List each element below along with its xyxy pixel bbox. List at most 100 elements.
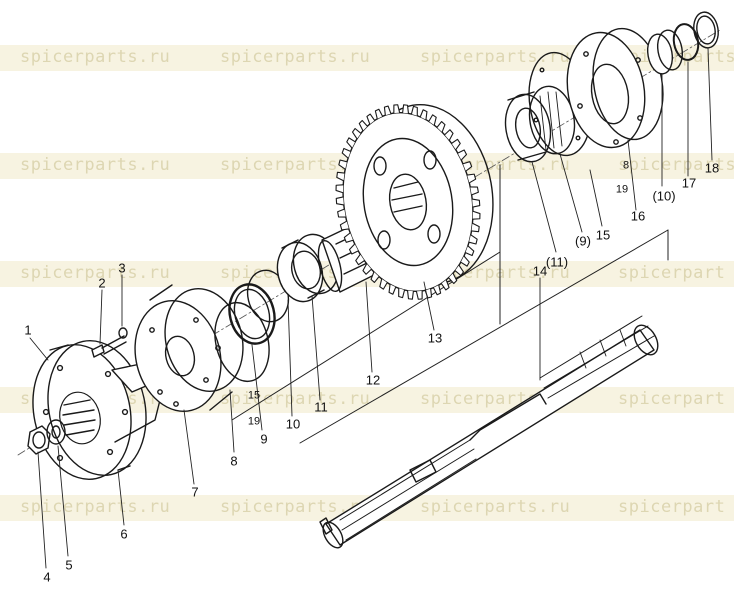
gear-tooth bbox=[366, 113, 376, 125]
label-part-11: 11 bbox=[314, 399, 328, 415]
watermark: spicerparts.ru bbox=[220, 497, 371, 517]
gear-tooth bbox=[362, 263, 372, 275]
gear-tooth bbox=[470, 222, 480, 233]
gear-tooth bbox=[339, 220, 350, 231]
watermark: spicerparts.ru bbox=[220, 155, 371, 175]
label-part-12: 12 bbox=[365, 372, 381, 388]
watermark: spicerpart bbox=[618, 263, 726, 283]
gear-tooth bbox=[415, 290, 423, 300]
watermark: spicerpart bbox=[618, 389, 726, 409]
gear-tooth bbox=[338, 159, 348, 170]
gear-tooth bbox=[370, 271, 380, 284]
gear-tooth bbox=[440, 279, 450, 291]
part-2-3-bolt bbox=[91, 327, 128, 358]
watermark: spicerparts.ru bbox=[420, 47, 571, 67]
gear-tooth bbox=[358, 119, 368, 132]
label-part-8: 8 bbox=[230, 453, 238, 469]
label-part-10-alt: (10) bbox=[652, 188, 676, 204]
part-10-spacer-right bbox=[646, 29, 684, 75]
gear-tooth bbox=[374, 108, 384, 120]
gear-tooth bbox=[379, 278, 388, 290]
gear-tooth bbox=[462, 161, 473, 172]
label-part-15-alt: 15 bbox=[595, 227, 611, 243]
gear-tooth bbox=[348, 243, 359, 255]
label-part-14: 14 bbox=[532, 263, 548, 279]
label-part-5: 5 bbox=[65, 557, 73, 573]
gear-tooth bbox=[428, 114, 437, 126]
part-16-bearing-cap bbox=[566, 27, 664, 149]
gear-tooth bbox=[355, 253, 365, 266]
part-11-bearing bbox=[276, 233, 340, 303]
gear-tooth bbox=[432, 284, 442, 296]
label-part-10: 10 bbox=[285, 416, 301, 432]
label-part-7: 7 bbox=[191, 484, 199, 500]
gear-tooth bbox=[336, 171, 346, 182]
gear-tooth bbox=[469, 186, 479, 196]
gear-tooth bbox=[335, 196, 345, 206]
part-7-bearing-cover bbox=[134, 284, 244, 412]
label-part-4: 4 bbox=[43, 569, 51, 585]
gear-tooth bbox=[393, 104, 401, 114]
part-8-gasket bbox=[214, 301, 270, 383]
label-part-1: 1 bbox=[24, 322, 32, 338]
label-part-3: 3 bbox=[118, 260, 126, 276]
leader-lines bbox=[29, 47, 713, 569]
gear-tooth bbox=[398, 287, 406, 299]
label-part-13: 13 bbox=[427, 330, 443, 346]
part-9-snap-ring bbox=[228, 283, 276, 345]
label-part-9-alt: (9) bbox=[575, 233, 591, 249]
gear-tooth bbox=[466, 173, 477, 184]
gear-tooth bbox=[341, 147, 352, 159]
gear-tooth bbox=[407, 290, 414, 300]
watermark: spicerpart bbox=[618, 497, 726, 517]
label-part-2: 2 bbox=[98, 275, 106, 291]
gear-tooth bbox=[343, 232, 354, 243]
watermark: spicerparts.ru bbox=[20, 263, 171, 283]
label-part-9: 9 bbox=[260, 431, 268, 447]
gear-tooth bbox=[448, 272, 458, 285]
part-17-seal bbox=[672, 23, 700, 61]
label-part-17: 17 bbox=[681, 175, 697, 191]
watermark: spicerparts.ru bbox=[20, 155, 171, 175]
label-part-16: 16 bbox=[630, 208, 646, 224]
watermark: spicerparts.ru bbox=[618, 155, 734, 175]
gear-tooth bbox=[388, 283, 397, 295]
gear-tooth bbox=[335, 184, 344, 194]
gear-tooth bbox=[346, 137, 356, 149]
label-part-19-alt: 19 bbox=[615, 183, 629, 196]
bracket-lines bbox=[231, 164, 669, 444]
gear-tooth bbox=[468, 234, 478, 245]
gear-tooth bbox=[454, 264, 465, 277]
gear-tooth bbox=[436, 120, 446, 133]
watermark: spicerparts.ru bbox=[220, 47, 371, 67]
part-4-5-nut-washer bbox=[27, 419, 66, 455]
part-13-gear bbox=[335, 103, 494, 300]
gear-tooth bbox=[351, 127, 362, 140]
part-14-splined-shaft bbox=[319, 315, 659, 549]
watermark: spicerparts.ru bbox=[20, 497, 171, 517]
gear-tooth bbox=[337, 208, 347, 218]
label-part-18: 18 bbox=[704, 160, 720, 176]
label-part-15: 15 bbox=[247, 389, 261, 402]
gear-tooth bbox=[451, 138, 461, 151]
gear-tooth bbox=[383, 105, 392, 116]
watermark: spicerparts.ru bbox=[20, 47, 171, 67]
gear-tooth bbox=[444, 129, 454, 141]
label-part-19: 19 bbox=[247, 415, 261, 428]
watermark: spicerparts.ru bbox=[420, 497, 571, 517]
part-18-retaining-ring bbox=[693, 11, 719, 49]
label-part-11-alt: (11) bbox=[545, 254, 569, 270]
gear-tooth bbox=[410, 105, 418, 117]
label-part-6: 6 bbox=[120, 526, 128, 542]
part-11-bearing-right bbox=[504, 85, 576, 163]
gear-tooth bbox=[457, 149, 468, 161]
gear-tooth bbox=[402, 104, 409, 114]
label-part-8-alt: 8 bbox=[622, 159, 630, 172]
gear-tooth bbox=[471, 198, 481, 208]
gear-tooth bbox=[419, 109, 428, 121]
gear-tooth bbox=[472, 210, 481, 220]
gear-tooth bbox=[464, 245, 475, 257]
gear-tooth bbox=[460, 255, 470, 267]
